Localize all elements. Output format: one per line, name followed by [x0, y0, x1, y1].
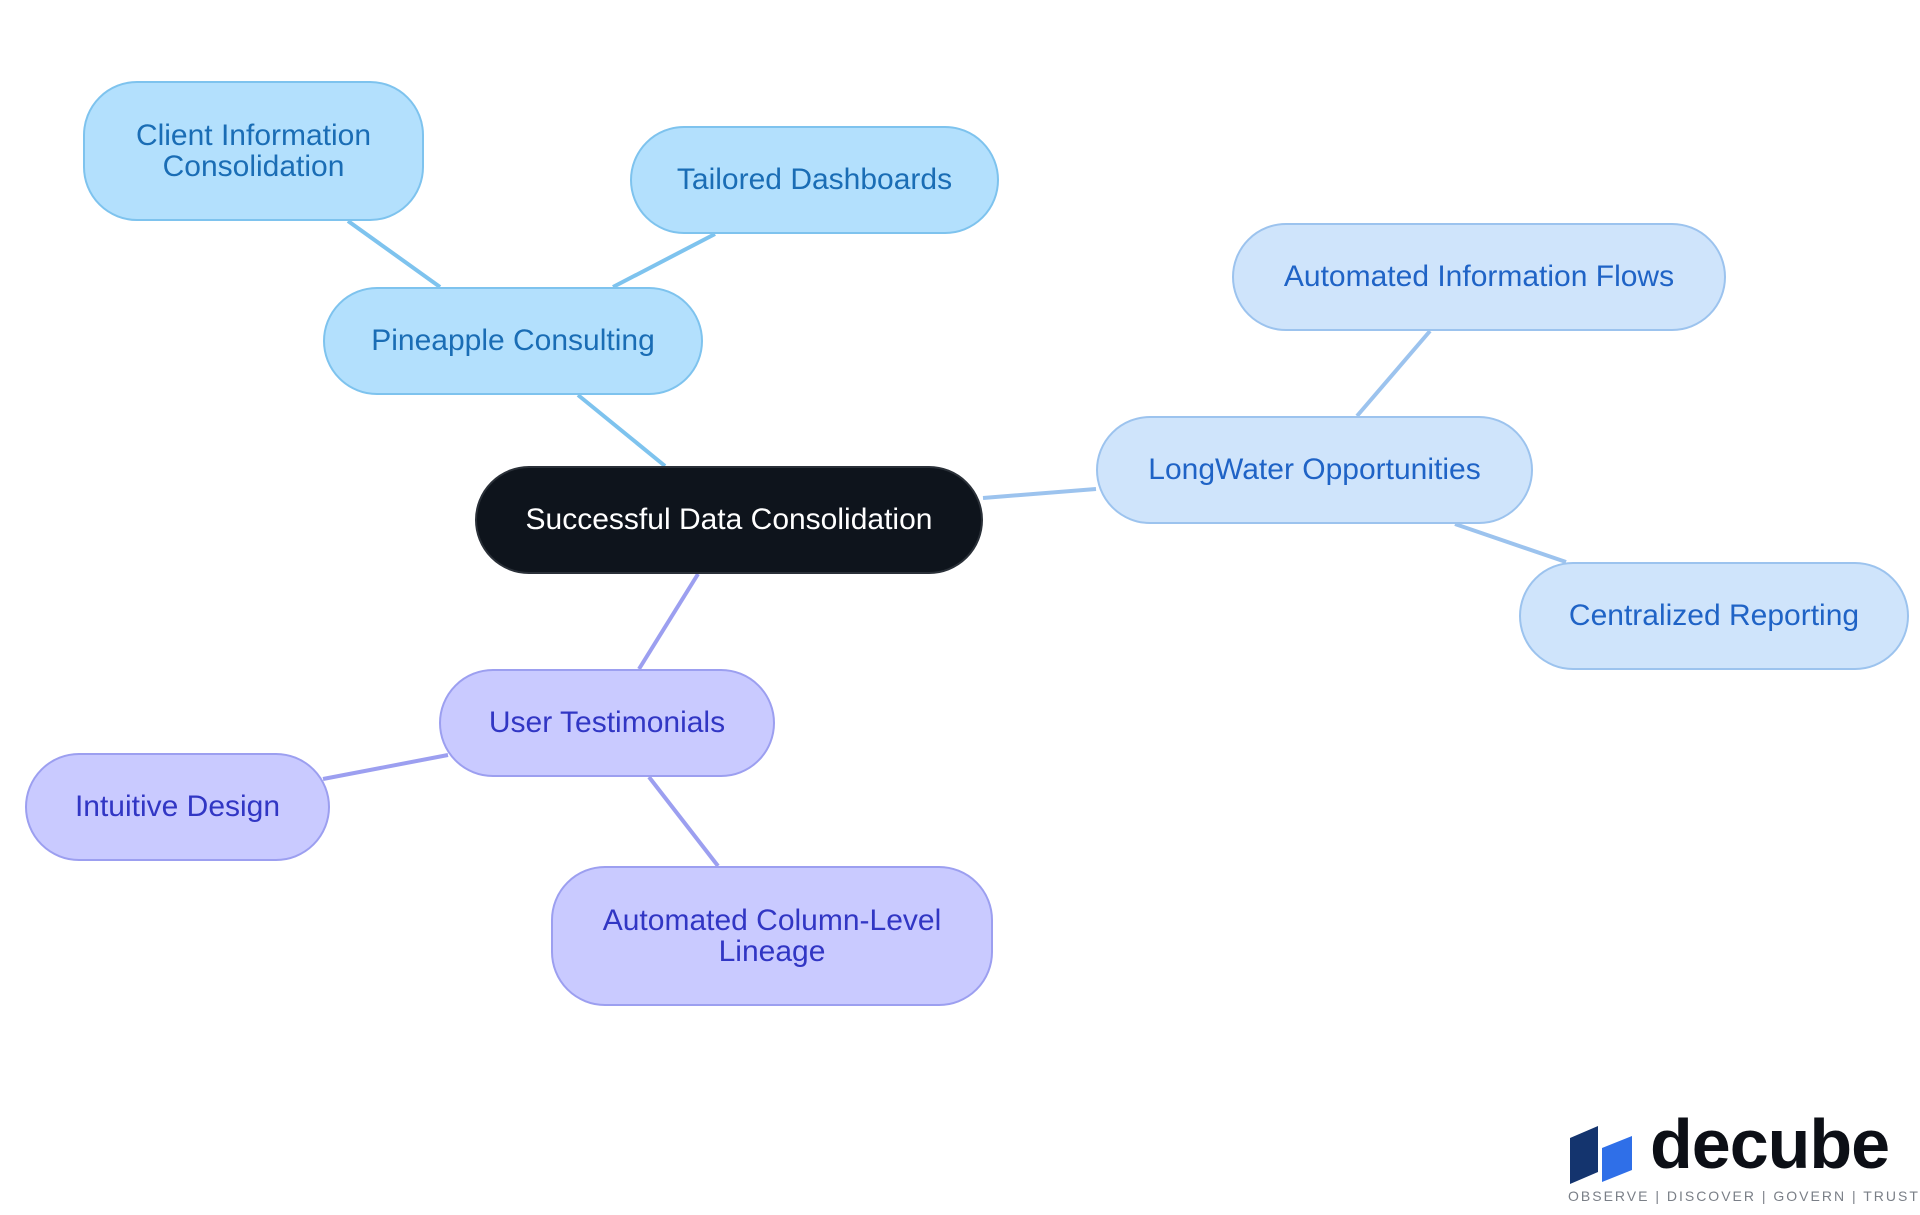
root-label: Successful Data Consolidation [525, 503, 933, 537]
decube-logo-mark-icon [1570, 1126, 1632, 1184]
edge-pineapple-tailored [612, 232, 716, 289]
leaf-label: Intuitive Design [74, 790, 281, 824]
logo-tagline: OBSERVE | DISCOVER | GOVERN | TRUST [1568, 1188, 1920, 1204]
branch-node-longwater-opportunities: LongWater Opportunities [1096, 416, 1533, 524]
leaf-node-tailored-dashboards: Tailored Dashboards [630, 126, 999, 234]
logo-wordmark: decube [1650, 1105, 1890, 1183]
edge-longwater-automated [1355, 329, 1432, 418]
branch-label: User Testimonials [488, 706, 726, 740]
leaf-node-automated-column-level-lineage: Automated Column-Level Lineage [551, 866, 993, 1006]
branch-label: LongWater Opportunities [1148, 453, 1481, 487]
leaf-label: Tailored Dashboards [676, 163, 953, 197]
leaf-node-centralized-reporting: Centralized Reporting [1519, 562, 1909, 670]
leaf-node-automated-information-flows: Automated Information Flows [1232, 223, 1726, 331]
edge-root-user [637, 572, 700, 671]
branch-label: Pineapple Consulting [371, 324, 655, 358]
branch-node-pineapple-consulting: Pineapple Consulting [323, 287, 703, 395]
root-node: Successful Data Consolidation [475, 466, 983, 574]
edge-pineapple-client [346, 219, 442, 289]
edge-longwater-centralized [1454, 522, 1567, 564]
leaf-node-client-information-consolidation: Client Information Consolidation [83, 81, 424, 221]
leaf-label: Client Information Consolidation [135, 118, 372, 183]
leaf-node-intuitive-design: Intuitive Design [25, 753, 330, 861]
leaf-label: Centralized Reporting [1568, 599, 1860, 633]
leaf-label: Automated Information Flows [1283, 260, 1675, 294]
edge-user-column [647, 775, 720, 868]
edge-root-pineapple [576, 393, 667, 468]
branch-node-user-testimonials: User Testimonials [439, 669, 775, 777]
decube-logo: decube OBSERVE | DISCOVER | GOVERN | TRU… [1568, 1105, 1920, 1208]
edge-root-longwater [982, 487, 1097, 500]
leaf-label: Automated Column-Level Lineage [602, 903, 942, 968]
edge-user-intuitive [322, 753, 449, 781]
